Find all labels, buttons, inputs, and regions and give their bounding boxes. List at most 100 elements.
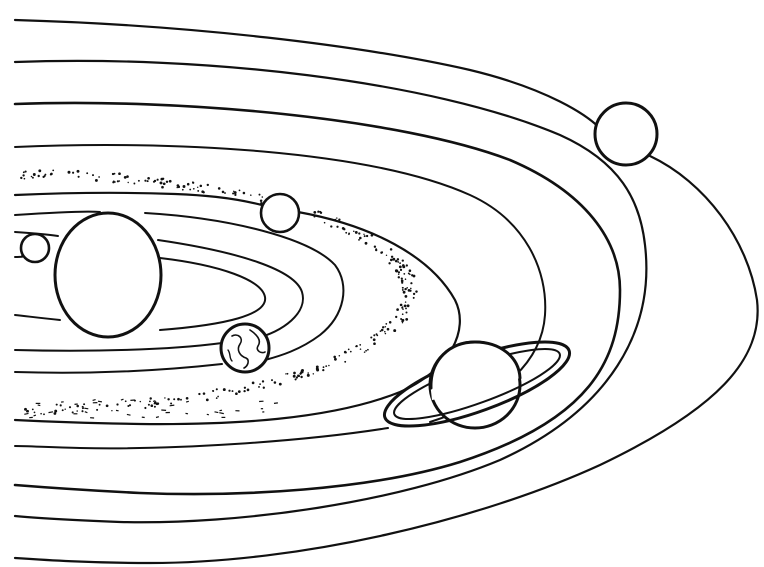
asteroid-dot [147, 177, 150, 180]
asteroid-dash [98, 401, 102, 402]
asteroid-dash [170, 405, 175, 406]
asteroid-dot [410, 282, 412, 284]
asteroid-dot [401, 278, 403, 280]
asteroid-dot [149, 397, 151, 399]
asteroid-dot [405, 307, 407, 309]
asteroid-dot [381, 329, 384, 332]
asteroid-dot [243, 192, 246, 195]
asteroid-dot [402, 322, 403, 323]
asteroid-dot [405, 278, 407, 280]
asteroid-dot [160, 178, 163, 181]
asteroid-dot [98, 176, 100, 178]
asteroid-dot [363, 234, 364, 235]
asteroid-dot [68, 171, 71, 174]
asteroid-dot [24, 178, 26, 180]
asteroid-dot [322, 369, 324, 371]
asteroid-dot [23, 171, 25, 173]
orbit-line [15, 212, 100, 215]
asteroid-dash [82, 408, 84, 409]
asteroid-dot [403, 273, 405, 275]
asteroid-dot [247, 389, 250, 392]
asteroid-dot [360, 348, 362, 350]
asteroid-dot [189, 189, 191, 191]
asteroid-dot [399, 262, 401, 264]
asteroid-dot [34, 412, 36, 414]
asteroid-dot [69, 406, 71, 408]
asteroid-dot [358, 239, 360, 241]
asteroid-dot [405, 311, 407, 313]
asteroid-dot [343, 228, 345, 230]
asteroid-dot [293, 375, 296, 378]
asteroid-dot [409, 290, 411, 292]
asteroid-dash [49, 412, 54, 413]
asteroid-dot [38, 169, 41, 172]
asteroid-dot [313, 211, 316, 214]
asteroid-dot [395, 269, 398, 272]
asteroid-dot [376, 333, 378, 335]
asteroid-dot [239, 190, 241, 192]
orbit-line [15, 364, 222, 373]
asteroid-dot [173, 398, 175, 400]
asteroid-dot [259, 383, 261, 385]
asteroid-dot [364, 351, 366, 353]
asteroid-dot [99, 404, 101, 406]
orbit-line [15, 343, 222, 351]
asteroid-dot [374, 246, 376, 248]
asteroid-dot [113, 180, 115, 182]
asteroid-dot [385, 323, 387, 325]
asteroid-dot [232, 390, 234, 392]
asteroid-dot [316, 369, 319, 372]
asteroid-dot [405, 295, 408, 298]
asteroid-dot [160, 181, 163, 184]
asteroid-dot [258, 386, 260, 388]
asteroid-dot [398, 271, 400, 273]
asteroid-dot [164, 397, 165, 398]
asteroid-dot [403, 291, 406, 294]
asteroid-dot [404, 305, 407, 308]
asteroid-dot [92, 174, 94, 176]
asteroid-dot [182, 189, 184, 191]
asteroid-dot [43, 413, 45, 415]
asteroid-dot [396, 308, 399, 311]
asteroid-dot [398, 276, 400, 278]
asteroid-dot [96, 409, 98, 411]
asteroid-dot [397, 261, 399, 263]
asteroid-dot [114, 173, 116, 175]
asteroid-dot [287, 373, 289, 375]
sun [55, 213, 161, 337]
asteroid-dot [333, 356, 336, 359]
asteroid-dot [406, 264, 408, 266]
asteroid-dot [95, 179, 98, 182]
orbit-line [15, 428, 388, 448]
asteroid-dot [339, 355, 341, 357]
asteroid-dot [169, 180, 172, 183]
asteroid-dot [334, 219, 336, 221]
asteroid-dot [387, 328, 390, 331]
asteroid-dot [212, 390, 214, 392]
asteroid-dot [388, 262, 390, 264]
asteroid-dot [127, 405, 129, 407]
asteroid-dot [22, 174, 24, 176]
ringed-planet [376, 325, 579, 443]
asteroid-dot [401, 320, 403, 322]
asteroid-dot [271, 379, 273, 381]
asteroid-dot [147, 180, 149, 182]
asteroid-dot [86, 172, 88, 174]
asteroid-dot [154, 406, 156, 408]
orbit-line [15, 315, 60, 320]
asteroid-dash [207, 414, 209, 415]
asteroid-dot [395, 260, 398, 263]
earth-planet [221, 324, 269, 372]
outer-planet [595, 103, 657, 165]
asteroid-dot [385, 333, 386, 334]
asteroid-dot [216, 397, 218, 399]
asteroid-dot [150, 404, 153, 407]
asteroid-dot [373, 342, 376, 345]
asteroid-dot [389, 321, 392, 324]
asteroid-dot [200, 185, 203, 188]
asteroid-dot [72, 411, 74, 413]
asteroid-dot [252, 382, 255, 385]
asteroid-dot [149, 401, 151, 403]
asteroid-dot [402, 259, 404, 261]
